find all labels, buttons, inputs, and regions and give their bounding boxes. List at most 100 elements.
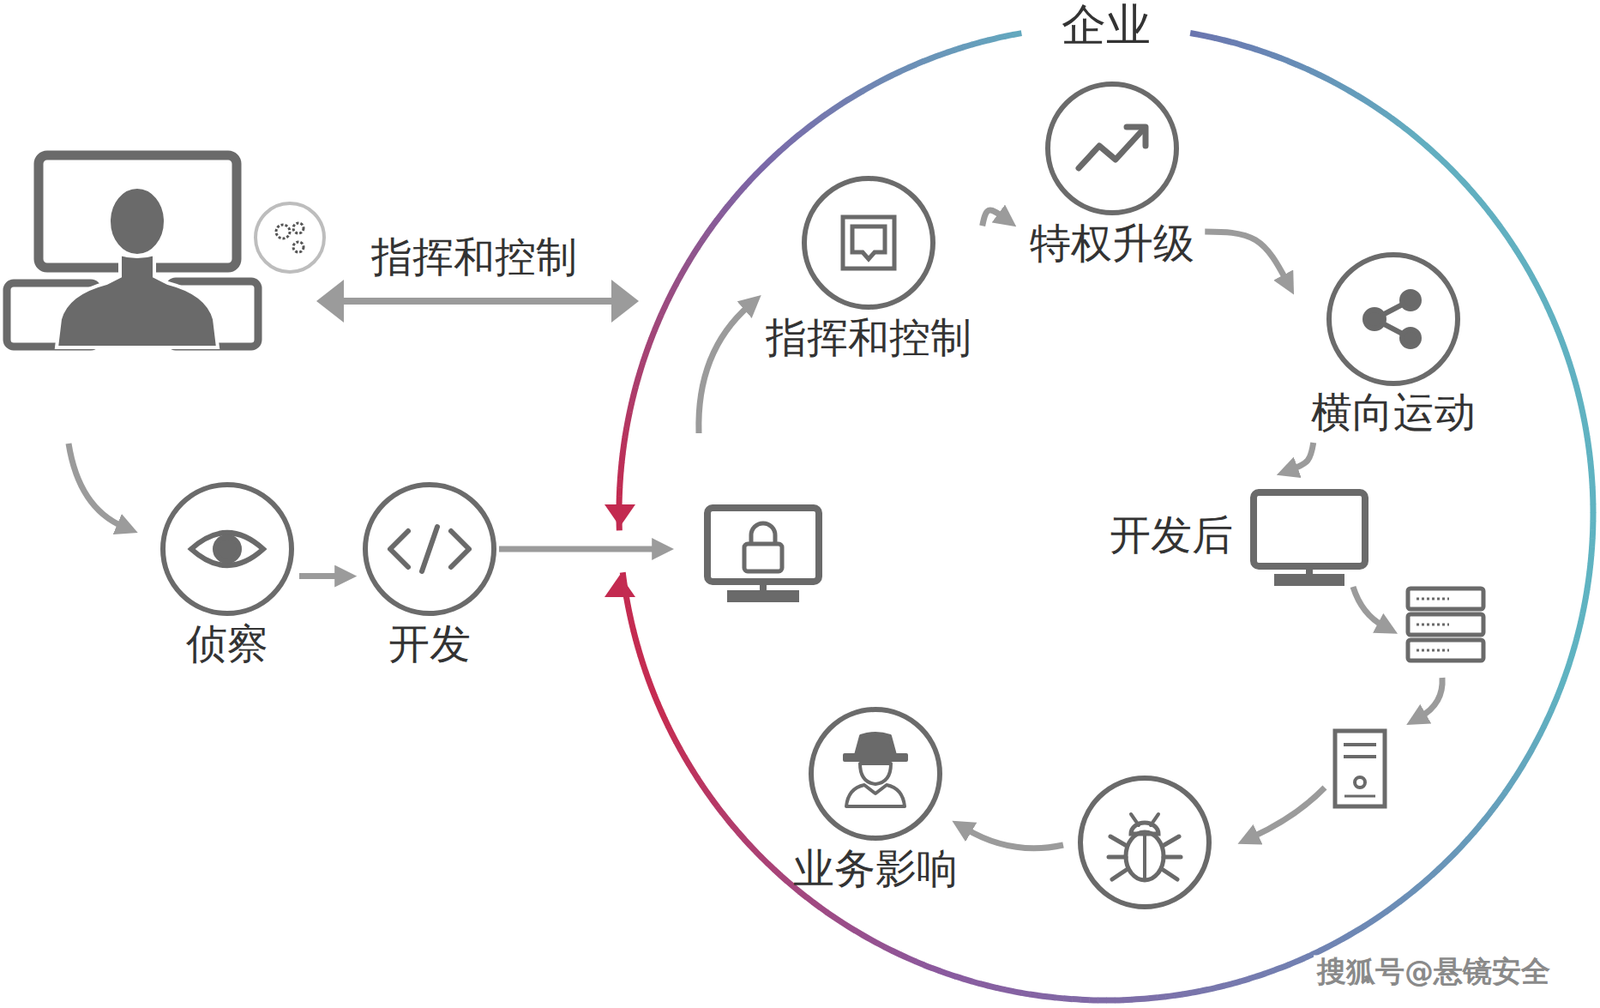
ring-segment: [862, 934, 871, 939]
ring-segment: [840, 99, 849, 105]
stage-circle: 特权升级: [1022, 80, 1202, 271]
ring-segment: [884, 74, 893, 79]
ring-segment: [1356, 95, 1365, 100]
ring-segment: [1544, 718, 1548, 727]
ring-segment: [651, 330, 656, 339]
ring-segment: [750, 844, 757, 852]
server-icon-part: [1407, 588, 1484, 609]
ring-segment: [1190, 990, 1200, 993]
ring-segment: [806, 896, 813, 903]
ring-segment: [711, 799, 717, 807]
ring-segment: [1341, 86, 1350, 91]
eye-icon: [191, 532, 264, 566]
ring-segment: [1012, 33, 1022, 36]
ring-segment: [1357, 925, 1366, 930]
flow-arrow: [982, 210, 1005, 226]
flow-arrows-part: [499, 546, 659, 553]
ring-segment: [1587, 444, 1589, 453]
attacker-figure-part: [56, 253, 218, 348]
ring-segment: [1566, 662, 1570, 672]
ring-segment: [664, 718, 668, 727]
ring-segment: [738, 832, 745, 840]
ring-segment: [1114, 996, 1124, 1003]
flow-arrows-part: [1251, 787, 1325, 837]
ring-segment: [697, 240, 703, 248]
spy-icon: [844, 733, 907, 807]
ring-segment: [637, 370, 641, 379]
ring-segment: [675, 276, 680, 285]
ring-segment: [1571, 646, 1575, 656]
ring-segment: [786, 880, 794, 887]
ring-segment: [1431, 868, 1439, 875]
ring-segment: [1587, 469, 1595, 479]
ring-segment: [1450, 850, 1457, 857]
ring-segment: [1589, 452, 1591, 462]
ring-segment: [1223, 983, 1233, 987]
ring-segment: [1140, 994, 1149, 1002]
gear-badge-part: [276, 224, 290, 239]
ring-segment: [707, 792, 713, 800]
ring-segment: [688, 763, 693, 772]
ring-segment: [1461, 838, 1468, 846]
ring-segment: [617, 469, 625, 479]
flow-arrows-part: [698, 305, 750, 434]
locked-monitor: [707, 507, 819, 599]
ring-segment: [648, 337, 652, 347]
ring-segment: [1296, 957, 1306, 962]
ring-segment: [1589, 563, 1591, 572]
ring-segment: [1281, 963, 1290, 968]
ring-segment: [900, 954, 909, 958]
ring-segment: [1557, 330, 1561, 339]
ring-segment: [1295, 64, 1305, 68]
ring-segment: [661, 306, 665, 315]
ring-segment: [1587, 546, 1595, 555]
ring-segment: [654, 695, 658, 704]
ring-segment: [1585, 588, 1588, 597]
ring-segment: [1456, 844, 1463, 852]
tower-icon-part: [1343, 754, 1377, 758]
ring-segment: [1046, 996, 1056, 998]
ring-segment: [892, 71, 901, 75]
ring-segment: [1527, 748, 1533, 757]
ring-segment: [755, 168, 762, 175]
bug-icon-part: [1130, 813, 1139, 825]
node-label: 侦察: [186, 619, 269, 668]
ring-segment: [988, 985, 998, 987]
ring-segment: [923, 964, 933, 969]
ring-segment: [1563, 345, 1567, 355]
ring-segment: [1509, 777, 1516, 786]
ring-segment: [1406, 890, 1414, 897]
ring-segment: [1106, 996, 1115, 1003]
ring-segment: [1566, 354, 1570, 363]
code-icon: [390, 526, 470, 572]
gear-badge-part: [293, 222, 304, 234]
ring-segment: [727, 818, 734, 826]
entry-arrowheads-part: [604, 574, 636, 597]
ring-segment: [618, 462, 626, 471]
ring-segment: [1148, 997, 1158, 999]
server-icon-part: [1416, 623, 1450, 626]
flow-arrows-part: [1419, 677, 1443, 717]
stage-circle: 业务影响: [786, 705, 965, 896]
node-label: 业务影响: [793, 844, 958, 892]
stage-circle-outline: [807, 705, 944, 842]
ring-segment: [635, 378, 638, 387]
ring-segment: [637, 647, 641, 656]
ring-segment: [1182, 992, 1191, 994]
ring-segment: [915, 961, 925, 965]
ring-segment: [819, 114, 827, 120]
ring-segment: [1304, 67, 1312, 72]
ring-segment: [697, 777, 704, 786]
ring-segment: [1272, 54, 1282, 59]
code-icon-part: [451, 530, 470, 567]
ring-segment: [721, 206, 728, 214]
connector-label: 指挥和控制: [371, 233, 578, 281]
ring-segment: [1280, 58, 1289, 62]
ring-segment: [1071, 995, 1081, 1003]
ring-segment: [616, 504, 623, 513]
ring-segment: [1223, 40, 1233, 43]
ring-segment: [1392, 901, 1400, 907]
ring-segment: [733, 825, 740, 833]
